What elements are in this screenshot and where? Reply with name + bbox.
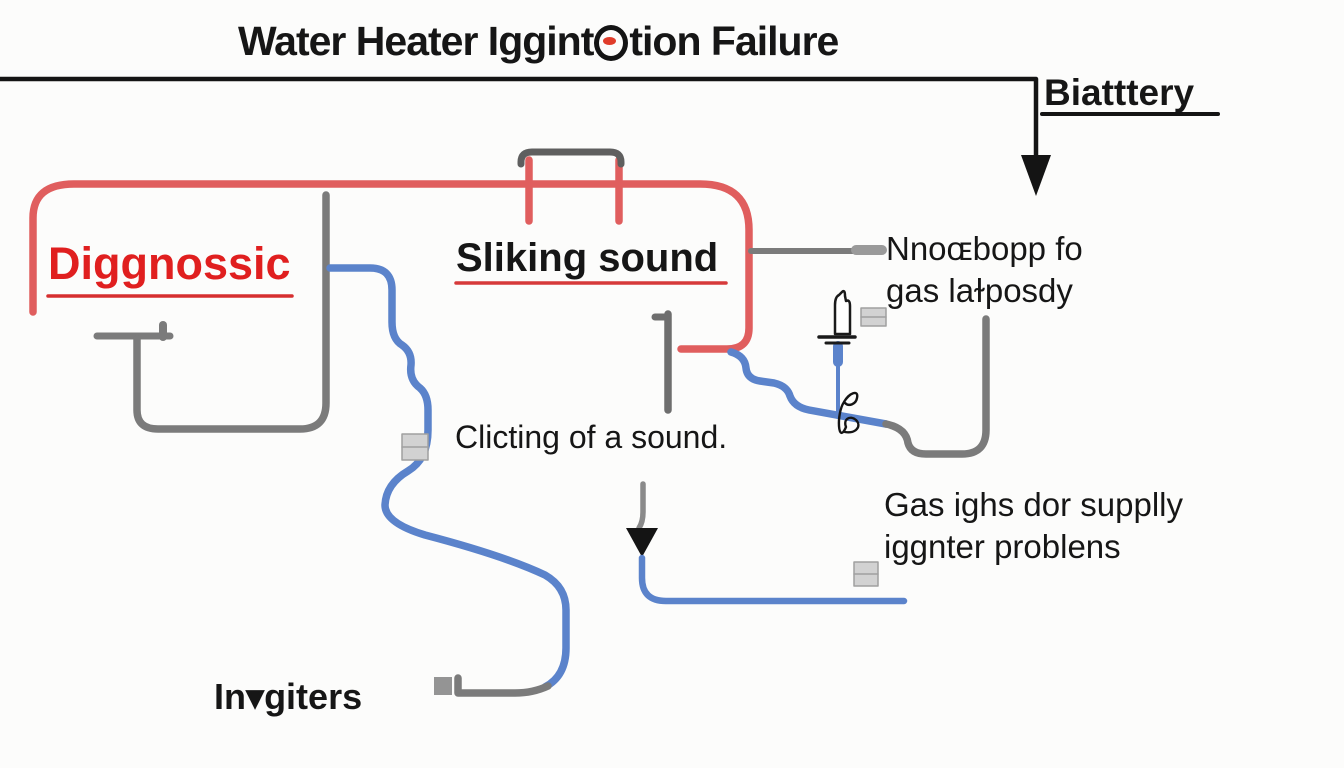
gray-elbow-line bbox=[133, 191, 330, 433]
title-part2: tion Failure bbox=[629, 18, 839, 64]
blue-wavy-line-right bbox=[727, 348, 890, 428]
squiggle-doodle-icon bbox=[837, 391, 860, 435]
staple-top-bar bbox=[517, 148, 625, 168]
blue-bottom-line bbox=[638, 554, 908, 605]
no-gas-line1: Nnoɶbopp fo bbox=[886, 230, 1083, 267]
page-title: Water Heater Iggint tion Failure bbox=[238, 18, 839, 65]
no-gas-label: Nnoɶbopp fo gas laɫposdy bbox=[886, 228, 1083, 312]
header-rule-line bbox=[0, 76, 1039, 159]
clicking-sound-label: Clicting of a sound. bbox=[455, 419, 728, 455]
down-arrow-icon bbox=[626, 528, 658, 557]
down-arrow-icon bbox=[1021, 155, 1051, 196]
no-gas-line2: gas laɫposdy bbox=[886, 272, 1073, 309]
garbled-circle-icon bbox=[594, 24, 629, 61]
gas-supply-label: Gas ighs dor supplly iggnter problens bbox=[884, 484, 1183, 568]
gas-supply-line2: iggnter problens bbox=[884, 528, 1121, 565]
battery-label: Biatttery bbox=[1044, 72, 1195, 113]
diagnostic-label: Diggnossic bbox=[48, 238, 291, 289]
red-flow-line bbox=[29, 180, 753, 353]
igniters-label: In▾giters bbox=[214, 676, 363, 717]
igniter-spark-plug-icon bbox=[833, 289, 852, 336]
blue-wavy-line-left bbox=[326, 264, 570, 691]
sliking-sound-label: Sliking sound bbox=[456, 236, 719, 280]
gas-supply-line1: Gas ighs dor supplly bbox=[884, 486, 1183, 523]
gray-tail-line bbox=[454, 674, 552, 697]
arrow-stem-line bbox=[636, 481, 646, 531]
gray-u-line bbox=[882, 315, 990, 458]
line-end-cap bbox=[434, 677, 452, 695]
title-part1: Water Heater Iggint bbox=[238, 18, 594, 64]
